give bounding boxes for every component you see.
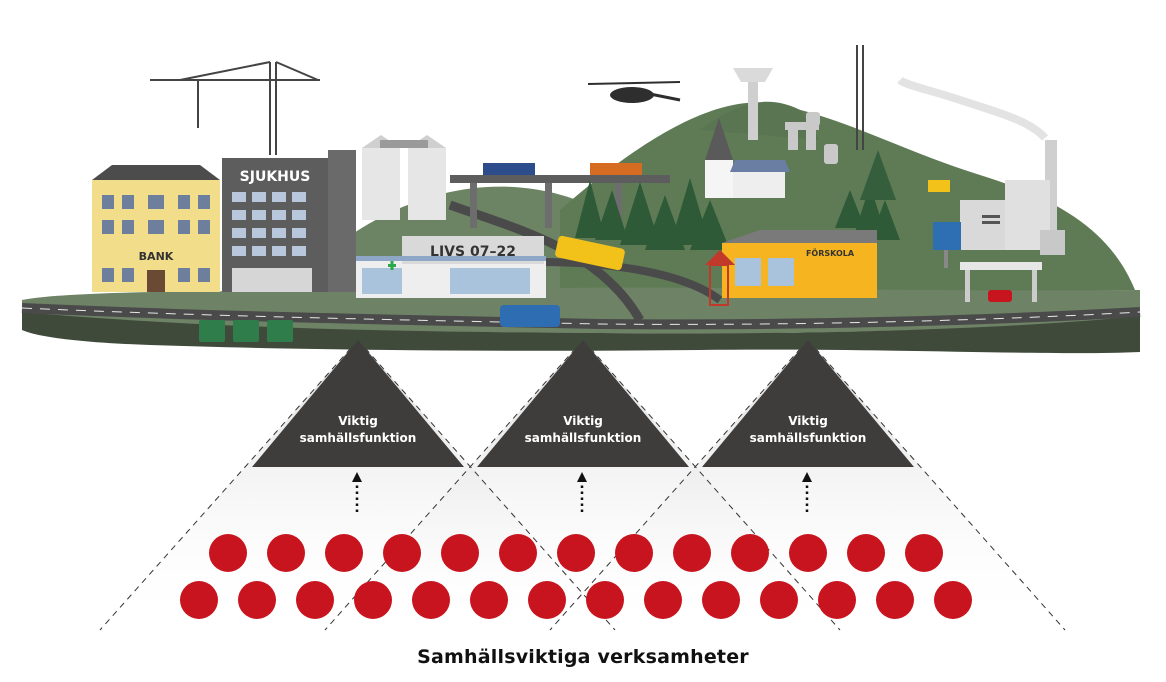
bank-building	[92, 165, 220, 292]
function-label-2-line2: samhällsfunktion	[524, 431, 642, 445]
operation-dot	[441, 534, 479, 572]
delivery-van	[500, 305, 560, 327]
forest	[575, 150, 900, 250]
church	[705, 118, 790, 198]
operation-dot	[470, 581, 508, 619]
radio-mast	[856, 45, 864, 150]
operation-dot	[702, 581, 740, 619]
operation-dot	[499, 534, 537, 572]
arrow-1	[352, 472, 362, 512]
operation-dot	[412, 581, 450, 619]
operation-dot	[296, 581, 334, 619]
recycling-bins	[199, 320, 293, 342]
operation-dot	[586, 581, 624, 619]
function-label-3-line2: samhällsfunktion	[749, 431, 867, 445]
operation-dot	[325, 534, 363, 572]
operation-dot	[644, 581, 682, 619]
operation-dot	[528, 581, 566, 619]
operations-dots	[180, 534, 972, 619]
operation-dot	[267, 534, 305, 572]
water-tower	[733, 68, 773, 140]
gas-station	[933, 222, 1042, 302]
standing-stones	[785, 112, 838, 164]
grocery-sign: LIVS 07–22	[430, 244, 516, 260]
crane	[150, 61, 320, 155]
bus	[555, 235, 625, 271]
function-label-3-line1: Viktig	[788, 414, 828, 428]
operation-dot	[876, 581, 914, 619]
operation-dot	[557, 534, 595, 572]
operation-dot	[209, 534, 247, 572]
silos	[362, 135, 446, 220]
function-label-1: Viktig samhällsfunktion	[258, 413, 458, 447]
island-edge	[22, 312, 1140, 354]
function-triangle-3	[702, 340, 914, 467]
function-triangles	[252, 340, 914, 467]
function-triangle-1	[252, 340, 464, 467]
tractor	[928, 180, 950, 192]
caption: Samhällsviktiga verksamheter	[417, 646, 749, 668]
arrow-2	[577, 472, 587, 512]
bridge	[450, 163, 670, 228]
preschool-building	[705, 230, 877, 306]
function-label-2-line1: Viktig	[563, 414, 603, 428]
preschool-sign: FÖRSKOLA	[806, 248, 855, 258]
operation-dot	[673, 534, 711, 572]
factory	[897, 76, 1065, 255]
grocery-store	[356, 236, 546, 298]
arrow-3	[802, 472, 812, 512]
operation-dot	[847, 534, 885, 572]
town-illustration	[21, 45, 1141, 354]
hospital-sign: SJUKHUS	[240, 169, 311, 185]
operation-dot	[615, 534, 653, 572]
operation-dot	[818, 581, 856, 619]
helicopter	[587, 81, 681, 103]
function-label-1-line2: samhällsfunktion	[299, 431, 417, 445]
function-label-2: Viktig samhällsfunktion	[483, 413, 683, 447]
dependency-arrows	[352, 472, 812, 512]
hospital-building	[222, 150, 356, 292]
operation-dot	[789, 534, 827, 572]
operation-dot	[905, 534, 943, 572]
operation-dot	[238, 581, 276, 619]
function-label-1-line1: Viktig	[338, 414, 378, 428]
operation-dot	[354, 581, 392, 619]
bank-sign: BANK	[139, 250, 174, 263]
function-triangle-2	[477, 340, 689, 467]
operation-dot	[731, 534, 769, 572]
function-label-3: Viktig samhällsfunktion	[708, 413, 908, 447]
operation-dot	[383, 534, 421, 572]
operation-dot	[180, 581, 218, 619]
operation-dot	[934, 581, 972, 619]
operation-dot	[760, 581, 798, 619]
